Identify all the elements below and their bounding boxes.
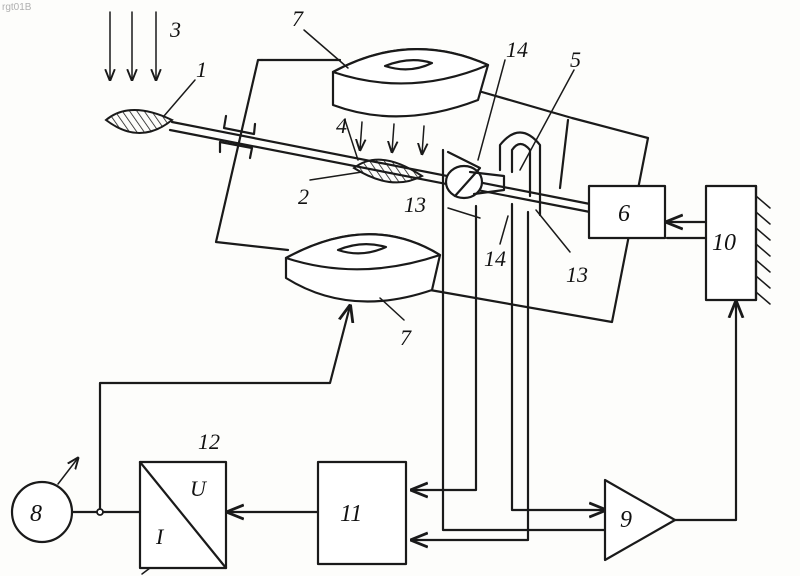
label-10: 10 bbox=[712, 230, 736, 256]
label-9: 9 bbox=[620, 507, 632, 533]
source-adjust-arrow bbox=[58, 458, 78, 484]
sample-2-hatched bbox=[354, 160, 422, 183]
beam-arrows-3 bbox=[110, 12, 156, 80]
link-10-to-6 bbox=[667, 222, 706, 238]
label-14-top: 14 bbox=[506, 37, 528, 62]
label-3: 3 bbox=[169, 17, 181, 42]
amplifier-9 bbox=[605, 480, 675, 560]
beam-arrows-4 bbox=[360, 122, 424, 154]
label-13-left: 13 bbox=[404, 192, 426, 217]
link-9-to-10 bbox=[675, 302, 736, 520]
corner-watermark: rgt01B bbox=[2, 2, 32, 13]
label-u: U bbox=[190, 476, 208, 501]
label-7-top: 7 bbox=[292, 6, 304, 31]
label-4: 4 bbox=[336, 113, 347, 138]
label-1: 1 bbox=[196, 57, 207, 82]
magnet-pole-top bbox=[333, 49, 488, 116]
sample-1-hatched bbox=[106, 110, 172, 133]
label-12: 12 bbox=[198, 429, 220, 454]
source-8 bbox=[12, 482, 72, 542]
magnet-pole-bottom bbox=[286, 234, 440, 301]
label-5: 5 bbox=[570, 47, 581, 72]
label-11: 11 bbox=[340, 501, 362, 527]
label-6: 6 bbox=[618, 201, 630, 227]
pickup-coil-5 bbox=[446, 133, 540, 199]
label-7-bottom: 7 bbox=[400, 325, 412, 350]
label-14-bottom: 14 bbox=[484, 246, 506, 271]
label-8: 8 bbox=[30, 501, 42, 527]
label-2: 2 bbox=[298, 184, 309, 209]
ground-hatch bbox=[756, 186, 770, 304]
label-13-right: 13 bbox=[566, 262, 588, 287]
